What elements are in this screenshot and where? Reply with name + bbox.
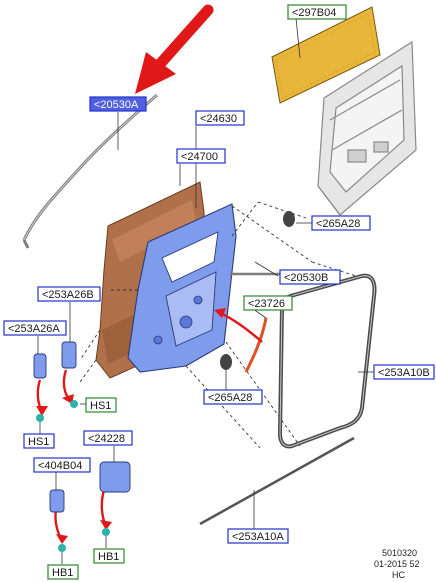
red-curved-arrows	[36, 308, 263, 544]
lower-strip-20530b	[230, 261, 284, 277]
callout-253a26b-text: <253A26B	[42, 289, 94, 301]
callout-hb1-right: HB1	[93, 548, 125, 564]
hinge-upper-253a26b	[61, 302, 77, 369]
callout-24700: <24700	[176, 148, 226, 164]
callout-23726-text: <23726	[248, 298, 285, 310]
bumper-265a28-lower	[220, 354, 232, 392]
hinge-lower-253a26a	[33, 336, 47, 379]
door-frame-24630	[127, 203, 237, 373]
callout-hb1-left: HB1	[47, 564, 79, 580]
callout-265a28-lower: <265A28	[203, 389, 263, 405]
dashed-guides	[79, 201, 357, 449]
callout-404b04-text: <404B04	[38, 460, 82, 472]
footer-code: 5010320	[382, 548, 417, 558]
bolt-hs1-left	[36, 414, 44, 434]
bolt-hs1-right	[70, 400, 86, 408]
callout-253a26b: <253A26B	[37, 286, 101, 302]
callout-20530a: <20530A	[89, 96, 147, 112]
weatherstrip-253a10b	[277, 273, 377, 449]
seal-panel-297b04	[271, 6, 381, 104]
callout-253a26a: <253A26A	[3, 320, 67, 336]
callout-24228-text: <24228	[88, 433, 125, 445]
callout-20530b-text: <20530B	[284, 272, 328, 284]
bumper-265a28-upper	[283, 211, 312, 227]
footer-block: 5010320 01-2015 52 HC	[374, 548, 420, 580]
callout-253a10a-text: <253A10A	[232, 531, 284, 543]
leader-lines	[117, 17, 374, 373]
lower-hinge-24228	[99, 446, 131, 493]
callout-20530b: <20530B	[279, 269, 341, 285]
callout-253a10a: <253A10A	[227, 528, 289, 544]
callout-hs1-right-text: HS1	[90, 400, 111, 412]
sill-strip-253a10a	[199, 436, 355, 530]
door-frame-background	[317, 40, 417, 216]
callout-24630-text: <24630	[200, 113, 237, 125]
bolt-hb1-left	[58, 544, 66, 564]
callout-297b04-text: <297B04	[292, 7, 336, 19]
callout-253a10b-text: <253A10B	[378, 367, 430, 379]
callout-297b04: <297B04	[287, 4, 347, 20]
callout-hs1-right: HS1	[85, 397, 117, 413]
callout-hs1-left-text: HS1	[28, 436, 49, 448]
callout-24630: <24630	[195, 110, 245, 126]
callout-265a28-upper-text: <265A28	[316, 218, 360, 230]
bolt-hb1-right	[102, 528, 110, 548]
callout-20530a-text: <20530A	[94, 99, 139, 111]
callout-23726: <23726	[243, 295, 293, 311]
callout-253a26a-text: <253A26A	[8, 323, 60, 335]
callout-265a28-upper: <265A28	[311, 215, 371, 231]
footer-date: 01-2015 52	[374, 559, 420, 569]
callout-24228: <24228	[83, 430, 133, 446]
callout-24700-text: <24700	[181, 151, 218, 163]
callout-265a28-lower-text: <265A28	[208, 392, 252, 404]
callout-253a10b: <253A10B	[373, 364, 435, 380]
red-pointer-arrow	[135, 4, 214, 94]
roller-404b04	[49, 472, 65, 513]
callout-hb1-right-text: HB1	[98, 551, 119, 563]
footer-tag: HC	[392, 570, 405, 580]
callout-404b04: <404B04	[33, 457, 91, 473]
callout-hs1-left: HS1	[23, 433, 55, 449]
callout-hb1-left-text: HB1	[52, 567, 73, 579]
